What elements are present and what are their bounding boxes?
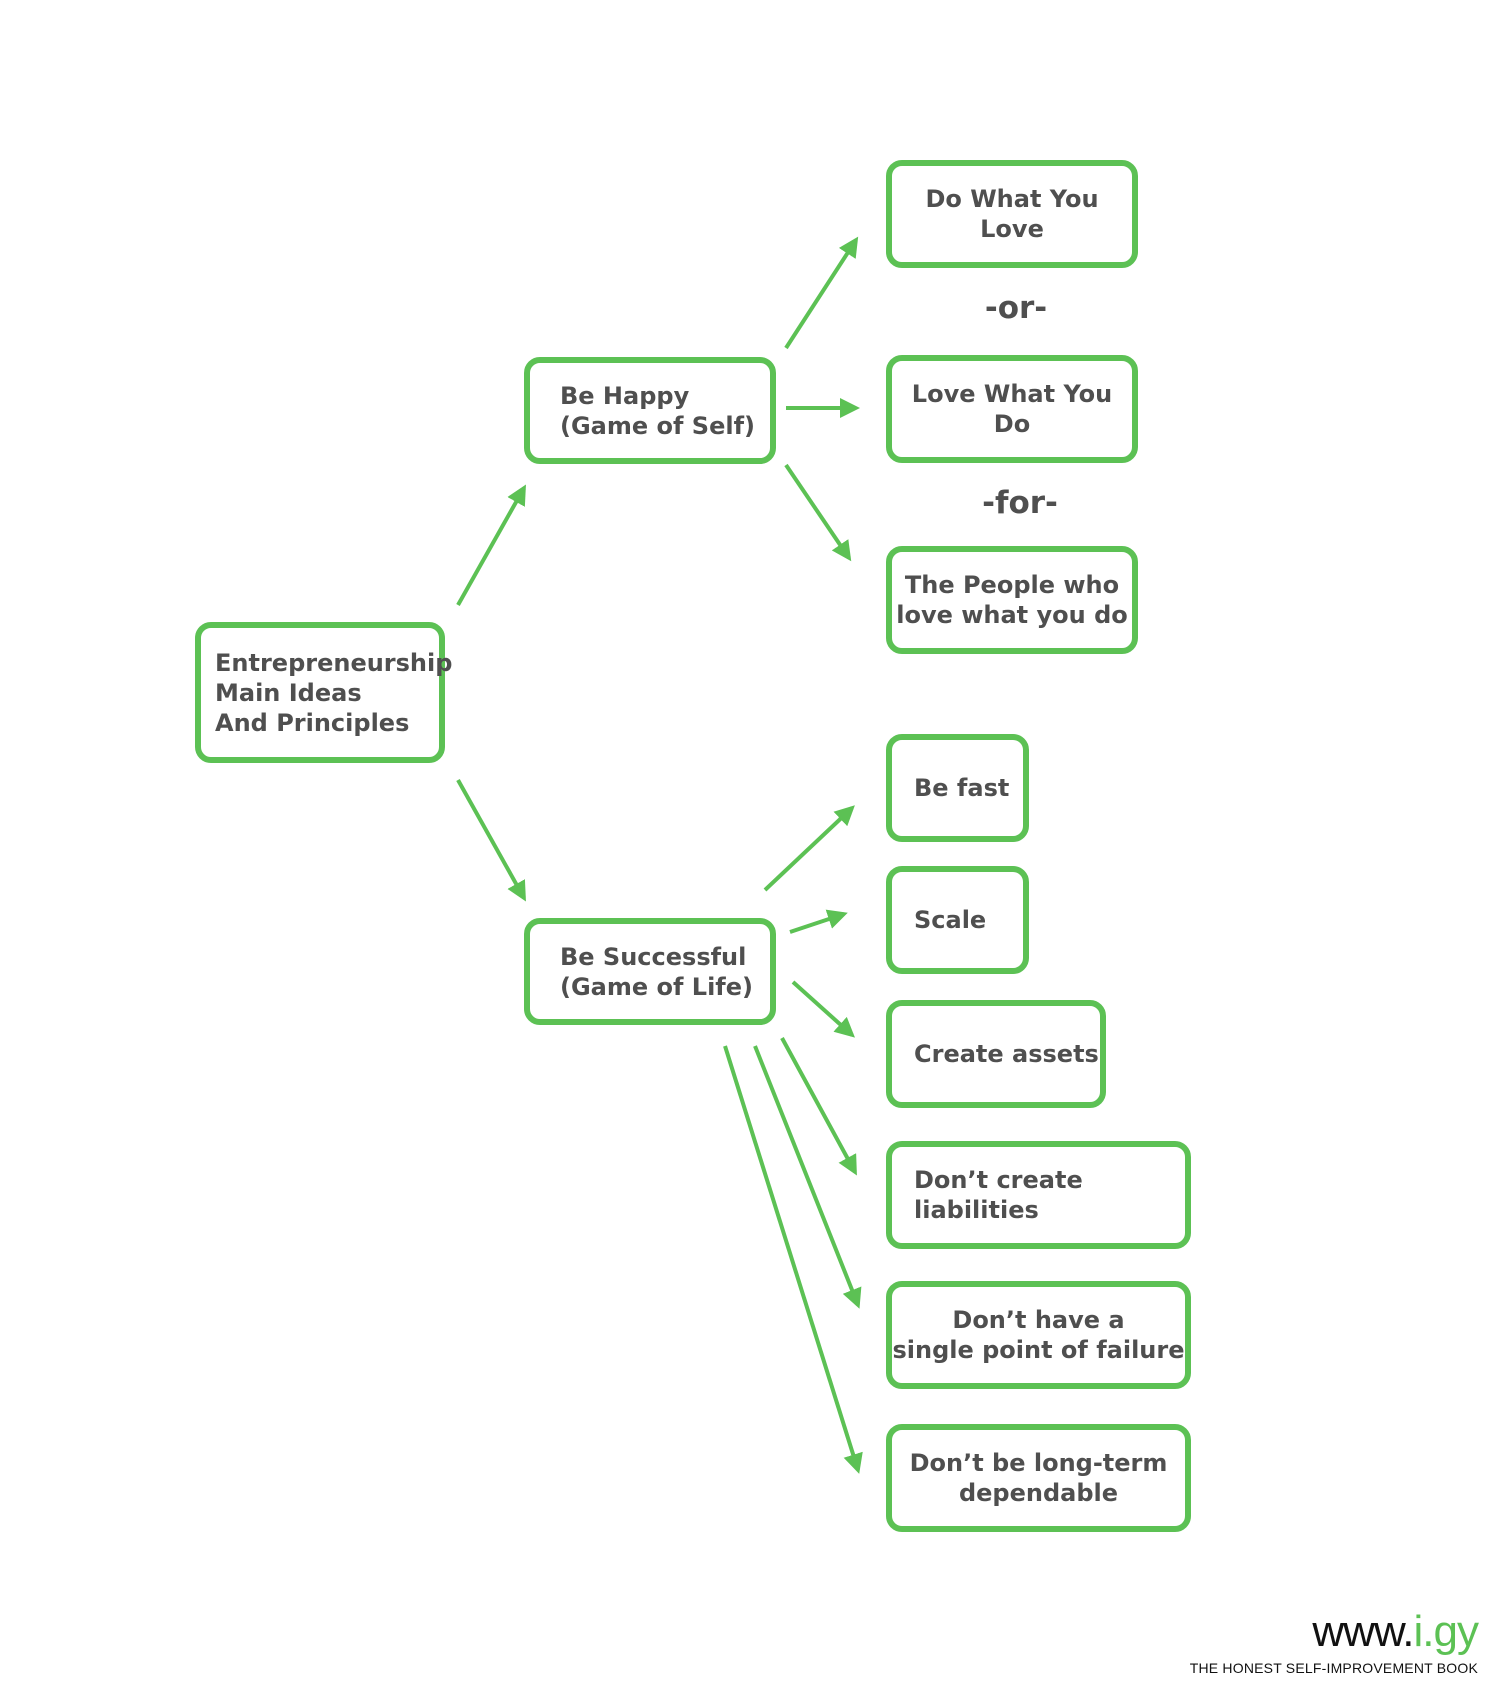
or-separator: -or-: [984, 290, 1048, 326]
root-node-label: Entrepreneurship Main Ideas And Principl…: [215, 648, 453, 737]
arrow-root-to-success: [456, 779, 526, 902]
be-fast-label: Be fast: [914, 774, 1010, 802]
be-successful-node: Be Successful (Game of Life): [524, 918, 776, 1025]
love-what-you-do-node: Love What You Do: [886, 355, 1138, 463]
brand-url: www.i.gy: [1190, 1607, 1479, 1656]
be-successful-label: Be Successful (Game of Life): [560, 942, 753, 1001]
liabilities-node: Don’t create liabilities: [886, 1141, 1191, 1249]
arrow-success-to-assets: [791, 980, 855, 1038]
arrow-success-to-scale: [789, 909, 848, 934]
root-node: Entrepreneurship Main Ideas And Principl…: [195, 622, 452, 763]
arrow-success-to-fast: [763, 805, 855, 892]
single-point-failure-label: Don’t have a single point of failure: [892, 1306, 1185, 1364]
create-assets-node: Create assets: [886, 1000, 1106, 1108]
people-node: The People who love what you do: [886, 546, 1138, 654]
arrow-happy-to-people: [784, 463, 852, 562]
create-assets-label: Create assets: [914, 1040, 1099, 1068]
long-term-dependable-node: Don’t be long-term dependable: [886, 1424, 1191, 1532]
brand-logo: www.i.gy THE HONEST SELF-IMPROVEMENT BOO…: [1189, 1607, 1479, 1677]
scale-node: Scale: [886, 866, 1029, 974]
love-what-you-do-label: Love What You Do: [911, 380, 1113, 438]
brand-url-prefix: www.: [1312, 1607, 1414, 1656]
scale-label: Scale: [914, 906, 987, 934]
arrow-happy-to-do-love: [784, 236, 859, 350]
single-point-failure-node: Don’t have a single point of failure: [886, 1281, 1191, 1389]
arrow-success-to-liabilities: [780, 1037, 857, 1176]
brand-tagline: THE HONEST SELF-IMPROVEMENT BOOK: [1189, 1660, 1478, 1676]
be-happy-label: Be Happy (Game of Self): [560, 381, 755, 440]
do-what-you-love-label: Do What You Love: [925, 185, 1099, 243]
long-term-dependable-label: Don’t be long-term dependable: [909, 1449, 1168, 1507]
arrow-success-to-failure: [753, 1045, 862, 1309]
be-fast-node: Be fast: [886, 734, 1029, 842]
do-what-you-love-node: Do What You Love: [886, 160, 1138, 268]
liabilities-label: Don’t create liabilities: [914, 1166, 1083, 1224]
be-happy-node: Be Happy (Game of Self): [524, 357, 776, 464]
brand-url-domain: i.gy: [1413, 1607, 1479, 1656]
people-label: The People who love what you do: [896, 571, 1128, 629]
arrow-success-to-dependable: [723, 1045, 863, 1474]
arrow-root-to-happy: [456, 484, 526, 606]
for-separator: -for-: [982, 485, 1058, 521]
